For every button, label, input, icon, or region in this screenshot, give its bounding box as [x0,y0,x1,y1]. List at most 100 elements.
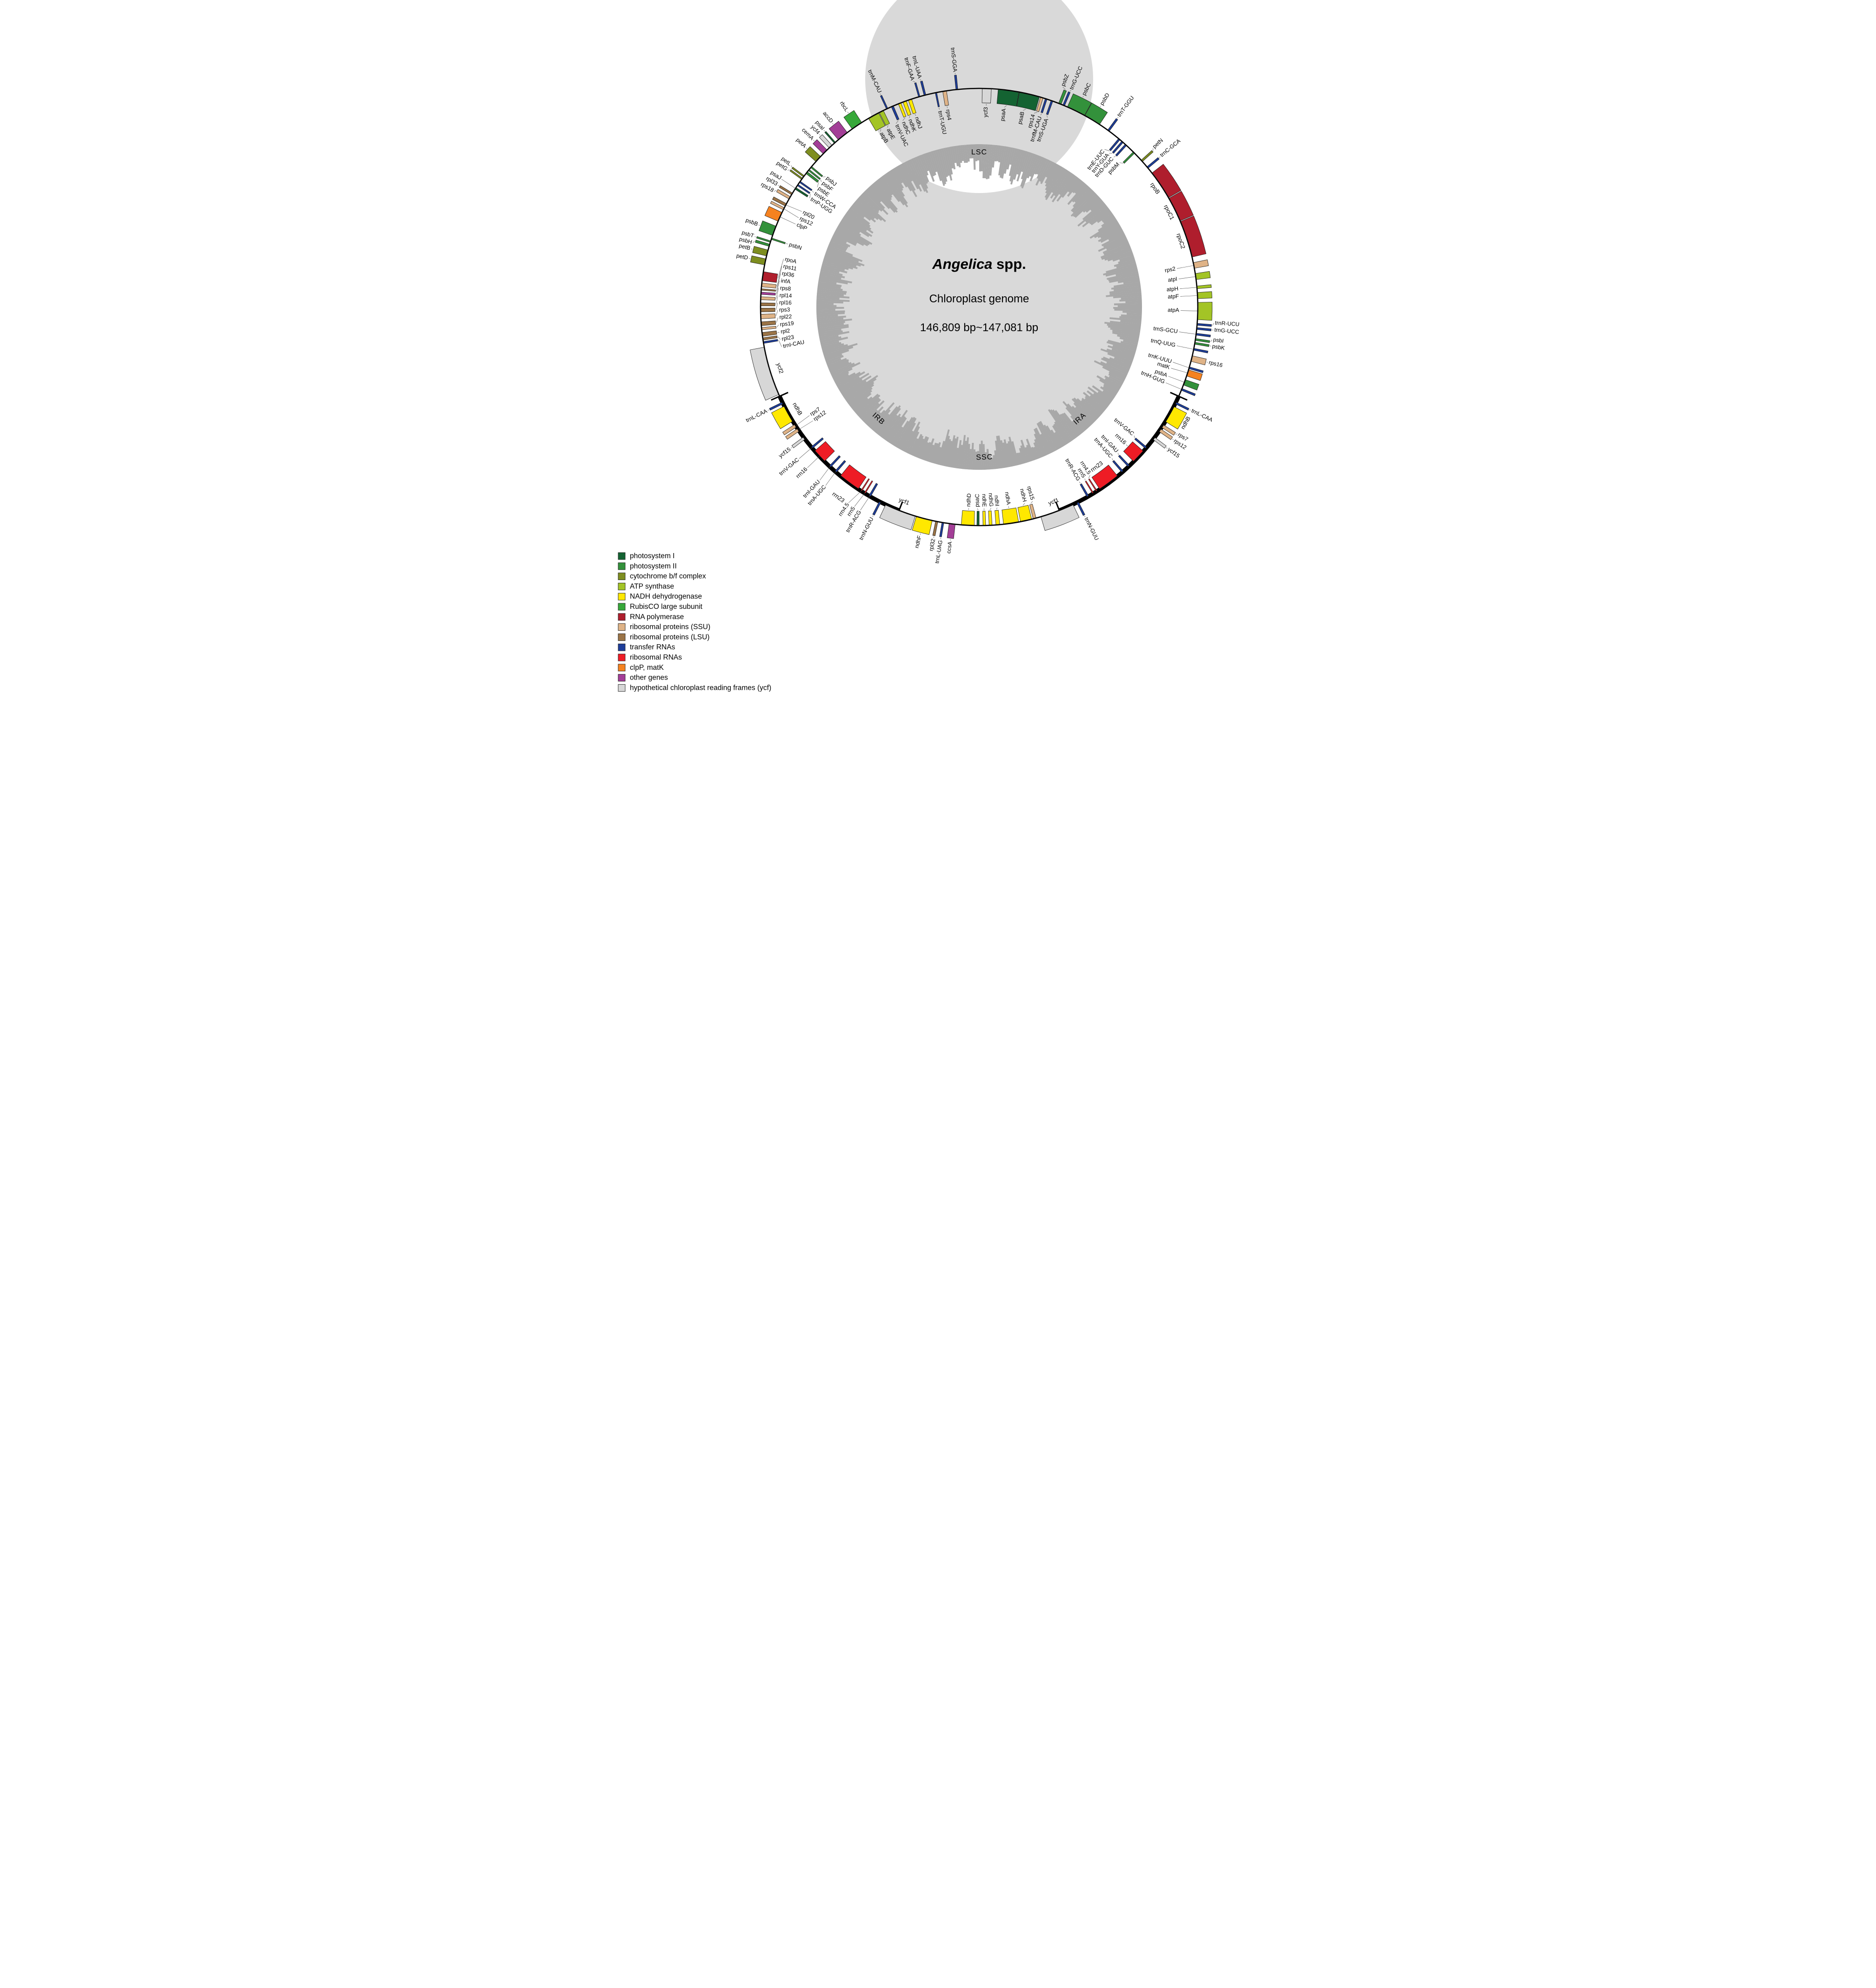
gene-label-petD: petD [736,252,749,261]
gene-box-rps8 [761,296,775,300]
gene-box-ycf15 [1153,437,1167,449]
gene-box-atpE [879,110,890,126]
gene-box-trnP-UGG [797,184,811,194]
legend-label-atp: ATP synthase [630,582,674,590]
gene-boxes [750,74,1213,539]
gene-label-rrn23: rrn23 [831,491,846,504]
gene-box-psbA [1183,379,1200,391]
gene-label-rps16: rps16 [1208,359,1223,369]
gene-box-matK [1187,369,1203,381]
gene-box-psbM [1122,152,1135,164]
gene-label-psbK: psbK [1212,343,1225,351]
gene-box-ndhB [771,406,793,429]
gene-label-psaC: psaC [974,494,980,507]
gene-box-trnG-UCC [1062,91,1071,106]
legend-label-psII: photosystem II [630,562,677,570]
gene-box-trnR-ACG [868,483,878,497]
gene-label-psbI: psbI [1213,336,1224,344]
legend-label-lsu: ribosomal proteins (LSU) [630,633,709,641]
gene-label-ndhD: ndhD [965,493,972,507]
gene-box-ndhC [898,103,907,118]
gene-box-psaC [976,511,980,526]
gene-box-trnS-GCU [1196,333,1211,337]
gene-box-psbD [1085,102,1108,125]
gene-box-trnN-GUU [1076,502,1085,516]
gene-box-rpl32 [932,521,938,536]
gene-box-trnL-CAA [1175,402,1189,411]
genome-title: Angelica spp. [932,256,1026,272]
gene-box-rpoC1 [1169,191,1194,221]
legend-swatch-ycf [618,684,626,692]
gene-label-trnL-CAA: trnL-CAA [1190,407,1214,423]
label-leader-lines [748,73,1215,541]
gene-label-rpl36: rpl36 [781,270,795,279]
legend-swatch-psI [618,552,626,560]
gene-box-ndhA [1001,507,1019,524]
genome-subtitle: Chloroplast genome [929,293,1029,305]
legend-swatch-cytbf [618,573,626,580]
gene-box-trnT-GGU [1108,118,1118,131]
gene-box-atpA [1197,302,1213,321]
gene-label-trnS-GGA: trnS-GGA [949,47,958,72]
gene-box-rrn4.5 [861,478,870,492]
legend-item-psII: photosystem II [618,562,677,570]
gene-box-rpl2 [762,330,777,337]
gene-box-ycf3 [981,88,992,104]
gene-label-rrn16: rrn16 [794,466,808,480]
legend-swatch-ssu [618,623,626,631]
gene-box-rrn16 [814,441,835,461]
gene-label-rpl23: rpl23 [781,334,794,342]
gene-label-rrn16: rrn16 [1114,432,1128,446]
gene-box-rrn23 [1091,465,1118,489]
gene-box-atpH [1197,284,1212,289]
gene-box-psaA [996,89,1019,107]
gene-label-rpl16: rpl16 [779,299,792,306]
gene-label-ndhG: ndhG [988,493,995,507]
gene-label-infA: infA [781,277,791,285]
gene-label-rps8: rps8 [780,285,791,292]
gene-box-rps12 [770,201,784,210]
gene-box-trnK-UUU [1189,367,1204,373]
gene-box-rps7 [1162,425,1176,436]
gene-box-psbZ [1058,89,1067,104]
gene-box-trnC-GCA [1147,157,1160,168]
legend-item-other: other genes [618,674,668,682]
legend-item-cytbf: cytochrome b/f complex [618,573,706,580]
gene-label-ndhI: ndhI [993,495,1001,507]
gene-box-trnV-GAC [811,437,824,448]
gene-box-ycf15 [791,437,805,448]
gene-label-ndhF: ndhF [913,535,922,549]
gene-box-trnY-GUA [1112,141,1123,154]
gene-box-trnD-GUC [1115,144,1127,157]
gene-box-psaI [824,131,835,143]
legend-label-rnapol: RNA polymerase [630,613,684,621]
gene-box-psbB [759,220,776,236]
gene-box-ndhI [995,510,1000,525]
legend-swatch-psII [618,562,626,570]
legend-label-psI: photosystem I [630,552,675,560]
gene-box-rpl20 [772,196,787,207]
gene-box-psbE [806,172,819,183]
gene-box-psbI [1195,338,1210,343]
gene-box-petB [752,246,768,256]
gene-box-ndhD [961,510,975,526]
gene-box-rpl23 [763,335,778,340]
gene-box-rbcL [843,110,862,129]
gene-box-psbT [756,236,771,243]
legend-item-nadh: NADH dehydrogenase [618,593,702,600]
gene-box-atpF [1197,291,1213,299]
legend-label-other: other genes [630,674,668,682]
gene-box-trnL-UAA [920,80,926,95]
legend-item-lsu: ribosomal proteins (LSU) [618,633,709,641]
gene-box-cemA [813,139,827,154]
gene-box-petG [789,169,802,180]
gene-box-rps12 [1159,429,1173,440]
gene-label-petA: petA [795,137,808,149]
gene-box-trnG-UCC [1197,327,1212,331]
gene-box-rps18 [776,189,790,199]
gene-label-psaB: psaB [1016,111,1026,125]
gene-box-clpP [764,206,782,221]
gene-label-rps3: rps3 [779,307,790,313]
gene-label-ndhA: ndhA [1004,492,1012,506]
